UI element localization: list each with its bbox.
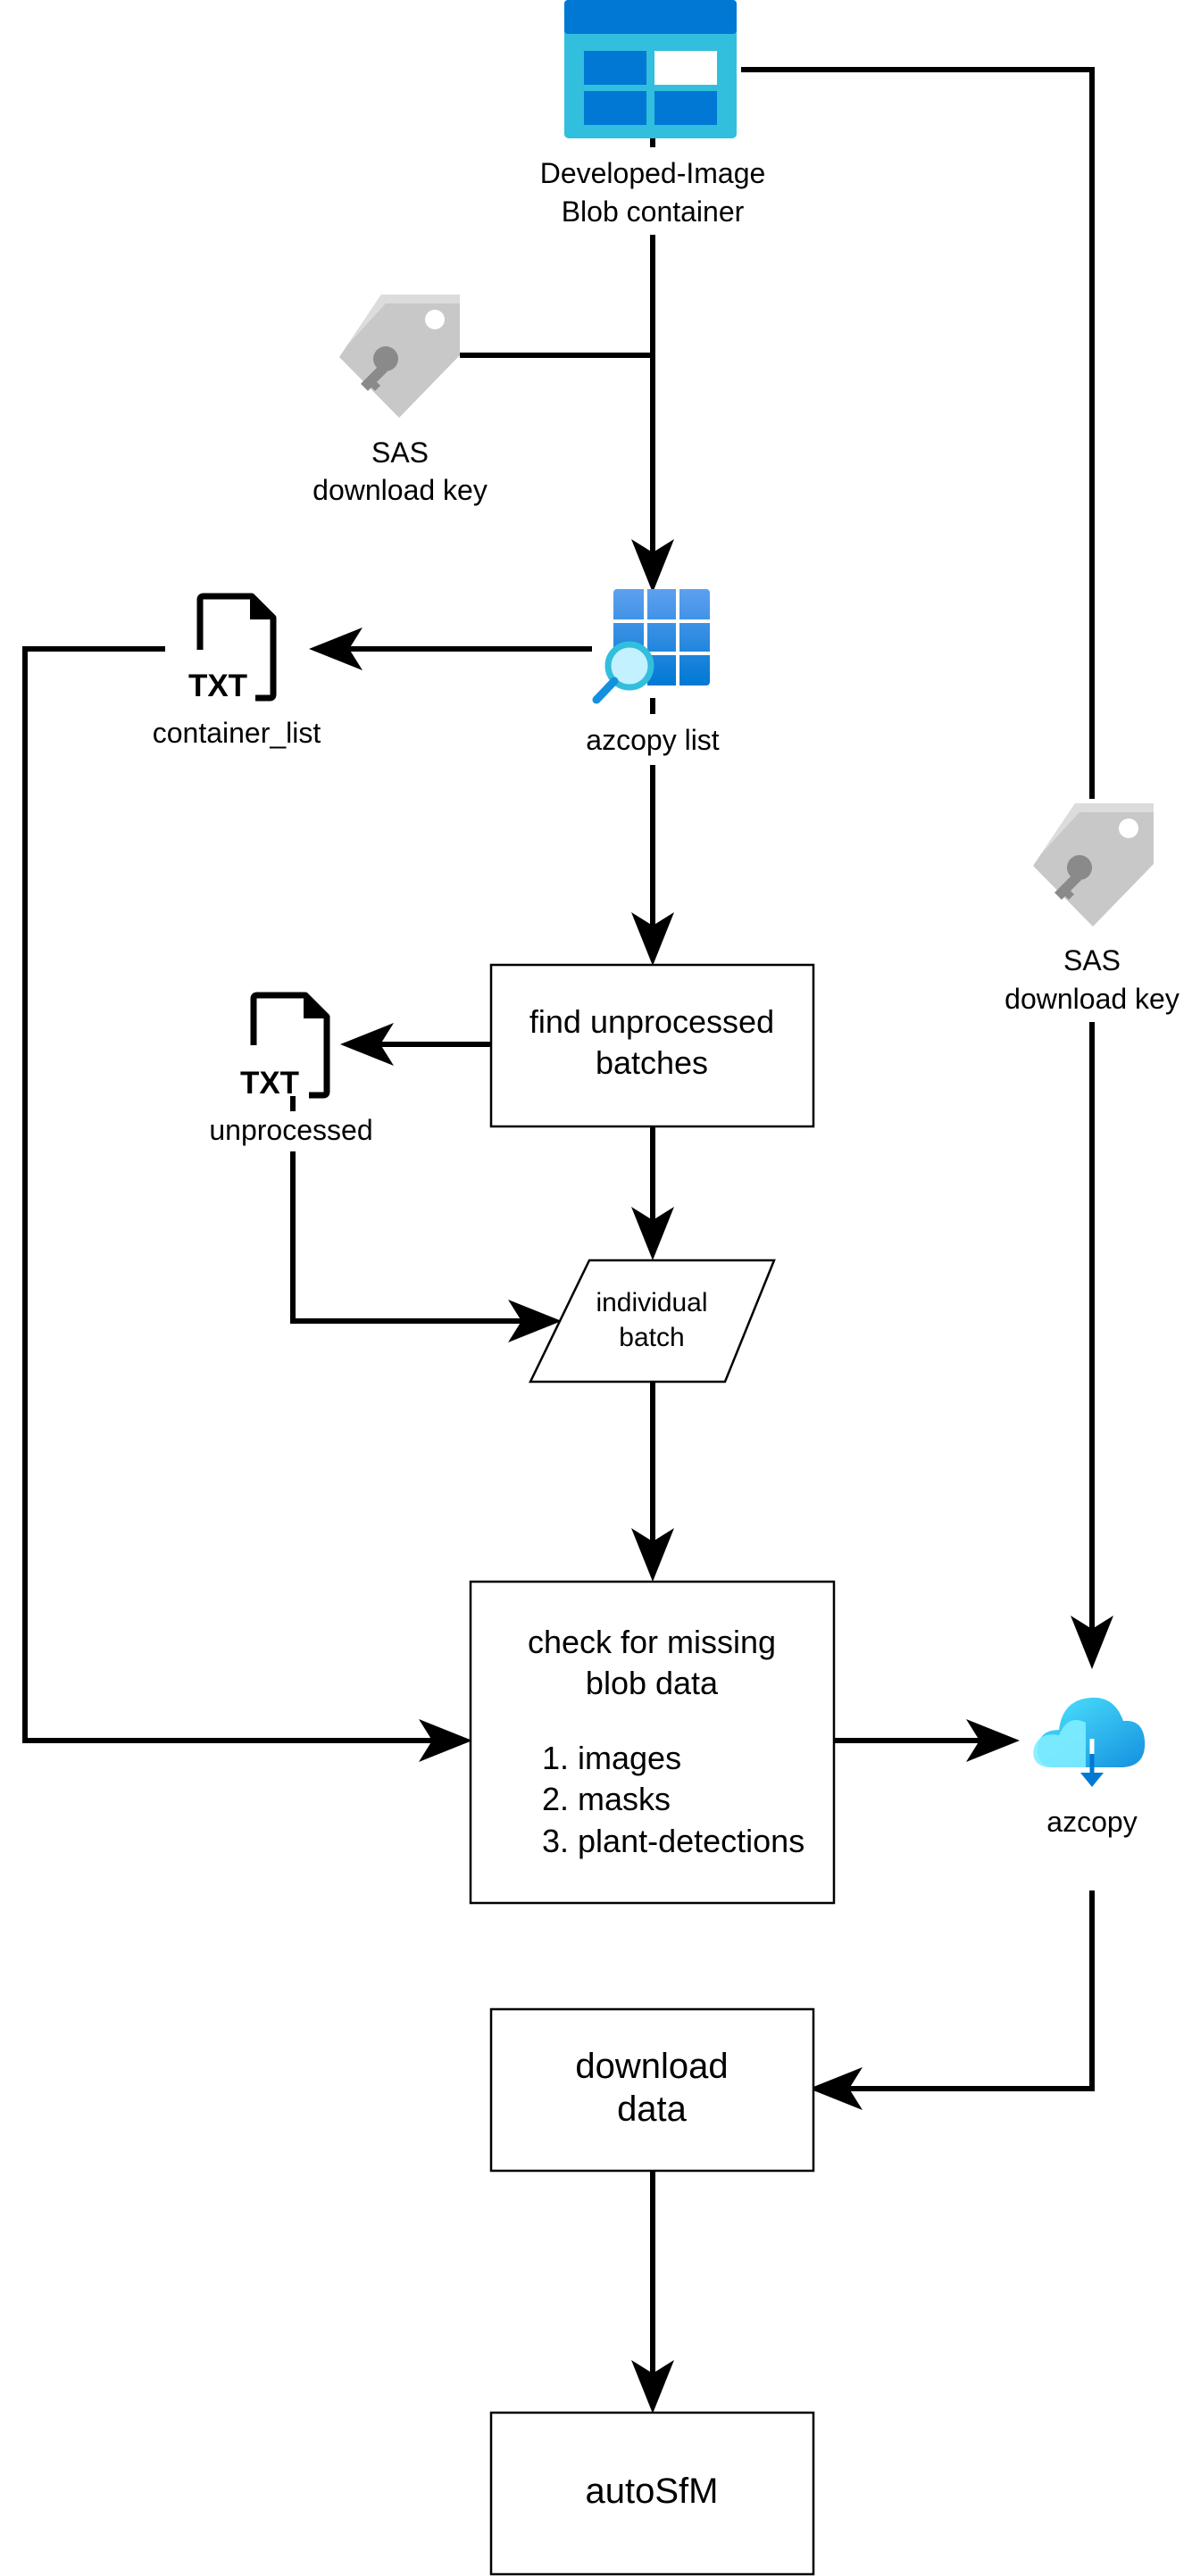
individual-batch-label-1: individual xyxy=(596,1288,707,1317)
node-container-list[interactable]: TXT container_list xyxy=(153,593,321,749)
container-list-label: container_list xyxy=(153,717,321,749)
txt-file-icon: TXT xyxy=(240,992,330,1101)
edges xyxy=(22,67,1113,2414)
sas-key-left-label-2: download key xyxy=(313,474,488,506)
azure-blob-storage-icon xyxy=(564,0,737,138)
azcopy-list-label: azcopy list xyxy=(586,724,720,756)
storage-explorer-search-icon xyxy=(592,589,710,704)
check-missing-item-plant-detections: 3. plant-detections xyxy=(542,1823,804,1859)
node-download-data[interactable]: download data xyxy=(489,2007,815,2173)
unprocessed-txt-glyph: TXT xyxy=(240,1066,299,1101)
node-azcopy[interactable]: azcopy xyxy=(1029,1697,1155,1849)
check-missing-label-1: check for missing xyxy=(528,1624,776,1660)
node-sas-key-right[interactable]: SAS download key xyxy=(989,803,1192,1022)
sas-key-right-label-2: download key xyxy=(1004,983,1179,1015)
node-blob-container[interactable]: Developed-Image Blob container xyxy=(522,0,783,232)
node-azcopy-list[interactable]: azcopy list xyxy=(564,589,743,765)
cloud-download-icon xyxy=(1033,1697,1146,1787)
node-sas-key-left[interactable]: SAS download key xyxy=(313,295,488,506)
key-tag-icon xyxy=(339,295,460,418)
autosfm-label: autoSfM xyxy=(586,2472,719,2511)
check-missing-item-images: 1. images xyxy=(542,1740,681,1776)
node-autosfm[interactable]: autoSfM xyxy=(489,2411,815,2576)
edge-container-list-to-check xyxy=(22,646,472,1762)
download-data-label-1: download xyxy=(575,2047,728,2086)
individual-batch-label-2: batch xyxy=(619,1323,684,1352)
blob-container-label-2: Blob container xyxy=(562,195,745,228)
azcopy-label: azcopy xyxy=(1046,1806,1137,1838)
find-unprocessed-label-2: batches xyxy=(596,1044,708,1081)
blob-container-label-1: Developed-Image xyxy=(540,157,766,189)
sas-key-left-label-1: SAS xyxy=(371,436,429,469)
check-missing-label-2: blob data xyxy=(586,1665,719,1701)
edge-unprocessed-to-batch xyxy=(290,1151,562,1342)
txt-file-icon: TXT xyxy=(188,593,277,703)
node-check-missing[interactable]: check for missing blob data 1. images 2.… xyxy=(469,1580,836,1905)
container-list-txt-glyph: TXT xyxy=(188,669,247,703)
edge-azcopy-to-download xyxy=(809,1890,1095,2110)
edge-blob-to-sas-right xyxy=(741,67,1095,799)
check-missing-item-masks: 2. masks xyxy=(542,1781,671,1817)
key-tag-icon xyxy=(1033,803,1154,927)
unprocessed-label: unprocessed xyxy=(209,1114,372,1146)
node-unprocessed[interactable]: TXT unprocessed xyxy=(209,992,373,1146)
find-unprocessed-label-1: find unprocessed xyxy=(529,1003,774,1040)
node-individual-batch[interactable]: individual batch xyxy=(529,1259,776,1384)
download-data-label-2: data xyxy=(617,2090,688,2129)
node-find-unprocessed[interactable]: find unprocessed batches xyxy=(489,963,815,1128)
sas-key-right-label-1: SAS xyxy=(1063,944,1121,976)
